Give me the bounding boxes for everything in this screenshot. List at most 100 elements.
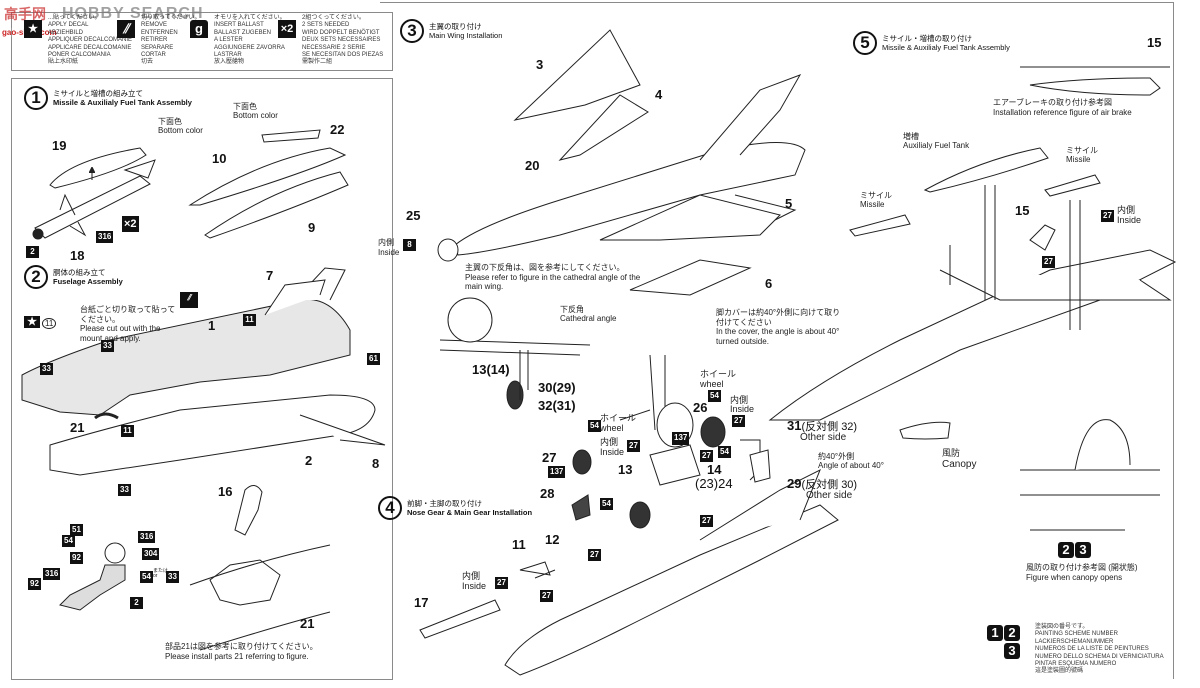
- gear-door-13-drawing: [649, 444, 701, 486]
- paint-callout-33-a: 33: [40, 363, 53, 375]
- paint-callout-33-c: 33: [118, 484, 131, 496]
- step-5-title-jp: ミサイル・増槽の取り付け: [882, 34, 972, 43]
- canopy-open-note: 風防の取り付け参考図 (開状態)Figure when canopy opens: [1026, 563, 1138, 582]
- s4-inside-en-b: Inside: [600, 447, 625, 457]
- s4-paint-27-f: 27: [588, 549, 601, 561]
- s4-wheel-en-b: wheel: [600, 423, 624, 433]
- wing-3-drawing: [513, 29, 641, 121]
- painting-scheme-badges-bottom: 3: [1004, 643, 1020, 659]
- part-2-label: 2: [305, 453, 313, 468]
- wheel-26-drawing: [700, 416, 726, 448]
- s5-paint-27-inside: 27: [1101, 210, 1114, 222]
- other-side-label-a: Other side: [800, 432, 847, 443]
- step-5-number: 5: [853, 31, 877, 55]
- part-6-drawing: [629, 259, 752, 296]
- s4-paint-27-a: 27: [732, 415, 745, 427]
- paint-callout-61: 61: [367, 353, 380, 365]
- s5-inside-jp: 内側: [1117, 205, 1136, 215]
- s5-missile-en-left: Missile: [860, 200, 885, 209]
- s5-inside-en: Inside: [1117, 215, 1142, 225]
- left-panel-frame: [11, 78, 393, 680]
- s4-paint-137-c: 137: [672, 432, 690, 444]
- step-2-title-jp: 胴体の組み立て: [53, 268, 106, 277]
- s1-bottom-color-en-a: Bottom color: [158, 126, 203, 135]
- step-4-title-en: Nose Gear & Main Gear Installation: [407, 508, 533, 517]
- pilot-figure-drawing: [104, 542, 126, 564]
- s5-tank-jp: 増槽: [903, 132, 919, 141]
- s4-wheel-jp-a: ホイール: [700, 369, 737, 379]
- part-1-label: 1: [208, 318, 216, 333]
- step-2-title-en: Fuselage Assembly: [53, 277, 123, 286]
- part-21-label: 21: [70, 420, 85, 435]
- decal-icon: ★: [24, 20, 42, 38]
- pilot-paint-54-mask: 54: [62, 535, 75, 547]
- main-fuselage-drawing: [454, 142, 806, 256]
- remove-cut-icon-s2: ⫽: [180, 292, 198, 308]
- s5-missile-jp-left: ミサイル: [860, 191, 892, 200]
- s4-wheel-jp-b: ホイール: [600, 413, 637, 423]
- gear-cover-29-drawing: [749, 449, 771, 483]
- gear-label-13-14: 13(14): [472, 362, 510, 377]
- part-7-label: 7: [266, 268, 274, 283]
- lower-airframe-drawing: [504, 504, 839, 676]
- part-13-label: 13: [618, 462, 633, 477]
- painting-scheme-1: 1: [987, 625, 1003, 641]
- part-24-label: (23)24: [695, 476, 733, 491]
- step-1-number: 1: [24, 86, 48, 110]
- part-9-label: 9: [308, 220, 316, 235]
- decal-number-11: 11: [42, 318, 57, 329]
- part-20-label: 20: [525, 158, 540, 173]
- part-22-label: 22: [330, 122, 345, 137]
- s4-paint-54-b: 54: [588, 420, 601, 432]
- part-28-label: 28: [540, 486, 555, 501]
- decal-cut-note: 台紙ごと切り取って貼ってください。Please cut out with the…: [80, 305, 176, 343]
- step5-missile-right-drawing: [1044, 174, 1101, 197]
- painting-scheme-3: 3: [1004, 643, 1020, 659]
- s1-bottom-color-en-b: Bottom color: [233, 111, 278, 120]
- part-25-label: 25: [406, 208, 421, 223]
- part-8-label: 8: [372, 456, 380, 471]
- s4-paint-54-c: 54: [718, 446, 731, 458]
- canopy-part-drawing: [899, 421, 951, 440]
- step5-missile-left-drawing: [849, 214, 911, 237]
- s4-paint-54-d: 54: [600, 498, 613, 510]
- step-1-title-en: Missile & Auxilialy Fuel Tank Assembly: [53, 98, 192, 107]
- part-19-label: 19: [52, 138, 67, 153]
- part-29-label: 29(反対側 30): [787, 476, 858, 491]
- step-4-number: 4: [378, 496, 402, 520]
- angle-40-en: Angle of about 40°: [818, 461, 884, 470]
- pilot-paint-33-suit-alt: 33: [166, 571, 179, 583]
- wheel-27-drawing: [572, 449, 592, 475]
- s4-paint-137-b: 137: [548, 466, 566, 478]
- s4-inside-jp-b: 内側: [600, 437, 619, 447]
- part-27-label: 27: [542, 450, 557, 465]
- s3-inside-jp: 内側: [378, 238, 394, 247]
- s4-paint-54-a: 54: [708, 390, 721, 402]
- painting-scheme-2: 2: [1004, 625, 1020, 641]
- pilot-paint-316-helmet: 316: [138, 531, 156, 543]
- part-18-label: 18: [70, 248, 85, 263]
- airbrake-ref-drawing: [1029, 77, 1161, 96]
- legend-bar-frame: [11, 12, 393, 71]
- seat-21-drawing: [209, 559, 281, 606]
- s4-inside-en-a: Inside: [730, 404, 755, 414]
- pilot-paint-92-boots: 92: [28, 578, 41, 590]
- airbrake-15-drawing: [1029, 224, 1056, 251]
- s3-paint-callout-8: 8: [403, 239, 416, 251]
- paint-callout-33-b: 33: [101, 340, 114, 352]
- part-10-label: 10: [212, 151, 227, 166]
- part-15-label-b: 15: [1015, 203, 1030, 218]
- painting-scheme-badges-top: 1 2: [987, 625, 1020, 641]
- s4-paint-27-c: 27: [700, 450, 713, 462]
- gear-label-30-29: 30(29): [538, 380, 576, 395]
- s5-missile-jp-right: ミサイル: [1066, 146, 1098, 155]
- canopy-open-ref-drawing: [1020, 469, 1160, 531]
- step-3-number: 3: [400, 19, 424, 43]
